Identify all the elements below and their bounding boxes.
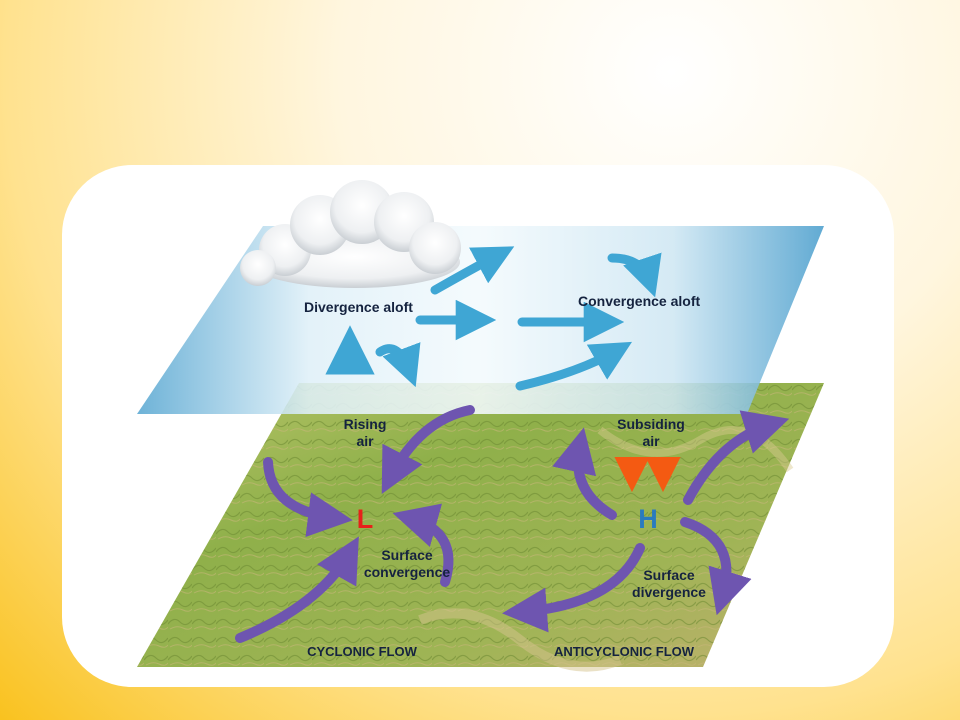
purple-arrow-cyc-1	[263, 457, 353, 538]
anticyclonic-flow-label: ANTICYCLONIC FLOW	[554, 644, 695, 659]
divergence-aloft-label: Divergence aloft	[304, 299, 413, 315]
blue-arrow-aloft-5	[607, 252, 662, 298]
blue-arrow-aloft-1	[430, 246, 515, 295]
cyclonic-surface-arrows	[235, 405, 475, 643]
anticyclonic-surface-arrows	[502, 410, 790, 633]
purple-arrow-anti-2	[683, 410, 790, 505]
purple-arrow-anti-4	[502, 543, 645, 633]
blue-arrow-aloft-4	[515, 341, 633, 391]
surface-convergence-label-line1: Surface	[381, 547, 433, 563]
surface-convergence-label-line2: convergence	[364, 564, 451, 580]
purple-arrow-cyc-3	[381, 405, 475, 494]
high-pressure-label: H	[638, 504, 658, 534]
subsiding-air-label-line1: Subsiding	[617, 416, 685, 432]
surface-divergence-label-line1: Surface	[643, 567, 695, 583]
low-pressure-label: L	[357, 504, 374, 534]
subsiding-air-label-line2: air	[642, 433, 660, 449]
purple-arrow-cyc-2	[235, 536, 359, 643]
cloud-icon	[240, 180, 461, 288]
surface-divergence-label-line2: divergence	[632, 584, 706, 600]
purple-arrow-anti-3	[680, 517, 752, 616]
purple-arrow-anti-1	[552, 427, 617, 520]
rising-air-label-line1: Rising	[344, 416, 387, 432]
ground-plane	[137, 383, 824, 672]
cyclonic-flow-label: CYCLONIC FLOW	[307, 644, 417, 659]
rising-air-columns	[325, 325, 386, 490]
rising-air-label-line2: air	[356, 433, 374, 449]
divergence-aloft-arrows	[375, 246, 662, 391]
purple-arrow-cyc-4	[392, 503, 454, 587]
blue-arrow-curl	[375, 342, 421, 388]
convergence-aloft-label: Convergence aloft	[578, 293, 700, 309]
